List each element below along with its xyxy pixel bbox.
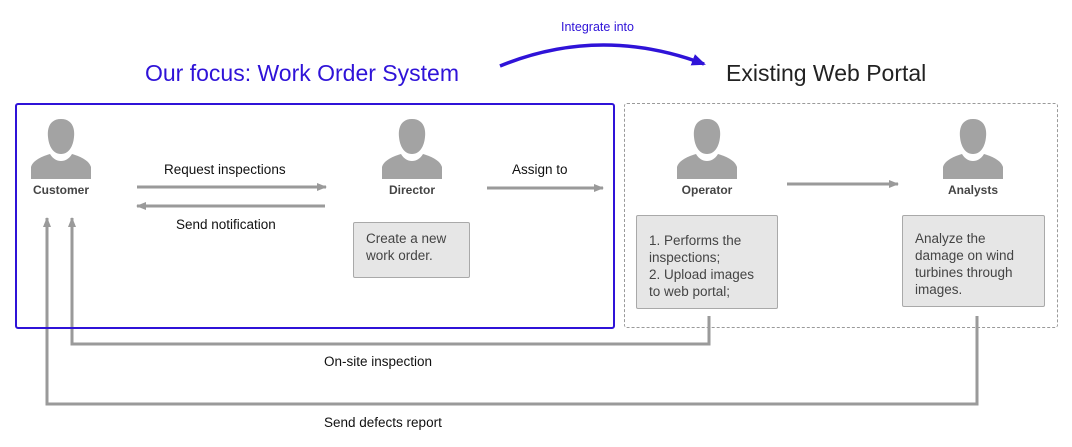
edge-label-request: Request inspections — [164, 162, 286, 177]
work-order-system-boundary — [15, 103, 615, 329]
actor-label-customer: Customer — [32, 183, 89, 197]
integrate-label: Integrate into — [561, 20, 634, 34]
actor-label-director: Director — [388, 183, 435, 197]
focus-title: Our focus: Work Order System — [145, 60, 459, 86]
note-director: Create a new work order. — [353, 222, 470, 278]
person-icon — [943, 119, 1003, 179]
note-analysts: Analyze the damage on wind turbines thro… — [902, 215, 1045, 307]
actor-operator: Operator — [672, 117, 742, 207]
integrate-arrow — [499, 43, 706, 68]
note-operator-line-1: 1. Performs the inspections; — [649, 233, 742, 265]
web-portal-boundary — [624, 103, 1058, 328]
actor-label-analysts: Analysts — [947, 183, 999, 197]
edge-label-assign: Assign to — [512, 162, 568, 177]
edge-label-defects: Send defects report — [324, 415, 442, 430]
defects-arrow — [43, 217, 979, 406]
portal-title: Existing Web Portal — [726, 60, 927, 86]
edge-label-onsite: On-site inspection — [324, 354, 433, 369]
person-icon — [31, 119, 91, 179]
actor-analysts: Analysts — [938, 117, 1008, 207]
actor-label-operator: Operator — [681, 183, 733, 197]
onsite-arrow — [68, 217, 711, 346]
edge-label-notify: Send notification — [176, 217, 276, 232]
person-icon — [677, 119, 737, 179]
note-operator-line-2: 2. Upload images to web portal; — [649, 267, 755, 299]
note-analysts-text: Analyze the damage on wind turbines thro… — [915, 231, 1015, 297]
person-icon — [382, 119, 442, 179]
actor-director: Director — [377, 117, 447, 207]
actor-customer: Customer — [26, 117, 96, 207]
note-director-text: Create a new work order. — [366, 231, 447, 263]
note-operator: 1. Performs the inspections; 2. Upload i… — [636, 215, 778, 309]
